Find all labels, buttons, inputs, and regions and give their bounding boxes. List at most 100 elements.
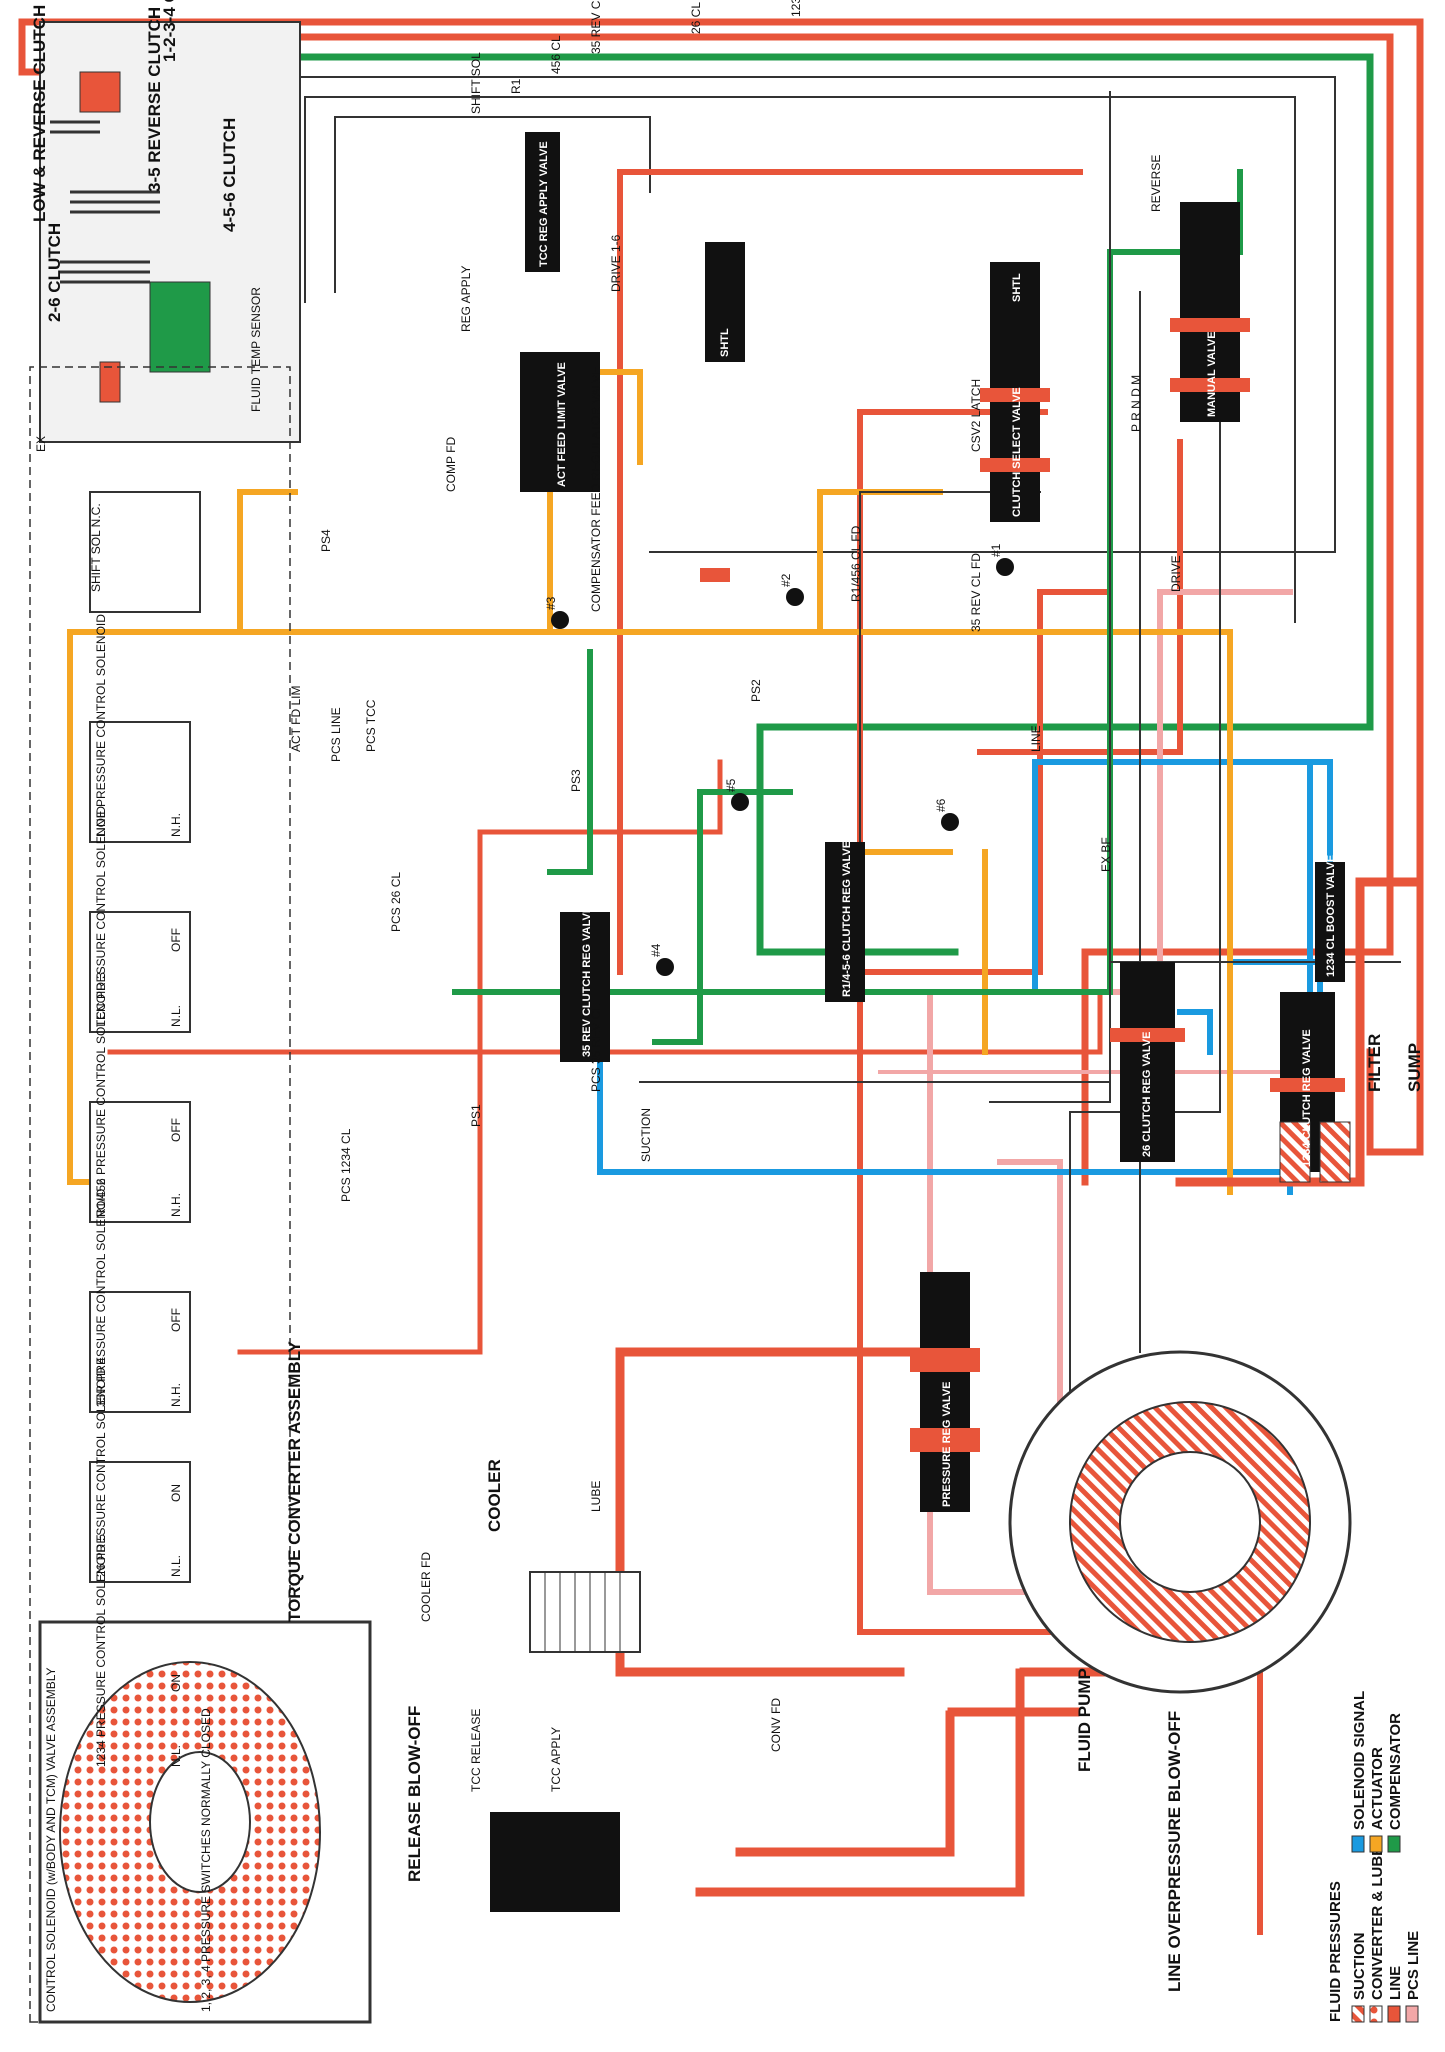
cooler [529, 1571, 641, 1653]
line-comp-fd-2 [652, 789, 793, 1045]
passage-lube: LUBE [589, 1481, 603, 1512]
line-pcs-35-rev [1177, 1009, 1213, 1055]
label-filter: FILTER [1365, 1034, 1384, 1092]
line-tcc-apply [735, 1707, 1085, 1857]
passage-shift-sol: SHIFT SOL [469, 52, 483, 114]
passage-act-fd-lim: ACT FD LIM [289, 686, 303, 752]
fluid-pump [1008, 1350, 1352, 1694]
line-ps4 [107, 989, 1103, 1055]
valve-lands [700, 318, 1345, 1452]
solenoid-line-pcs-type: N.H. [169, 813, 183, 837]
line-r1 [304, 96, 1296, 623]
passage-ps1: PS1 [469, 1104, 483, 1127]
labels: 1-2-3-4 CLUTCH LOW & REVERSE CLUTCH 3-5 … [30, 0, 1424, 2012]
solenoid-tcc-pcs-state: OFF [169, 928, 183, 952]
passage-csv2-latch: CSV2 LATCH [969, 379, 983, 452]
passage-r1456-cl-fd: R1/456 CL FD [849, 525, 863, 602]
legend-title: FLUID PRESSURES [1327, 1881, 1344, 2022]
line-456-cl [234, 76, 1336, 553]
solenoid-35r-pcs: 35R PRESSURE CONTROL SOLENOID 2 [94, 1178, 108, 1407]
checkball-4: #4 [649, 943, 663, 957]
solenoid-tcc-pcs: TCC PRESSURE CONTROL SOLENOID [94, 806, 108, 1027]
line-main [857, 379, 1263, 1935]
checkball-2: #2 [779, 573, 793, 587]
valve-1234-boost: 1234 CL BOOST VALVE [1325, 855, 1337, 977]
valve-pressure-reg: PRESSURE REG VALVE [941, 1381, 953, 1507]
valve-manual: MANUAL VALVE [1206, 331, 1218, 417]
passage-35-rev-cl: 35 REV CL [589, 0, 603, 54]
passage-tcc-apply: TCC APPLY [549, 1727, 563, 1792]
passage-ex: EX [34, 436, 48, 452]
legend-converter-lube: CONVERTER & LUBE [1369, 1846, 1386, 2000]
solenoid-35r-pcs-type: N.H. [169, 1383, 183, 1407]
line-tcc-release [695, 1667, 1115, 1897]
label-456-clutch: 4-5-6 CLUTCH [220, 118, 239, 232]
line-act-fd-lim-4 [817, 489, 943, 635]
legend-suction: SUCTION [1351, 1933, 1368, 2001]
label-fluid-temp-sensor: FLUID TEMP SENSOR [249, 287, 263, 412]
valve-tcc-reg-apply: TCC REG APPLY VALVE [538, 141, 550, 267]
label-fluid-pump: FLUID PUMP [1075, 1668, 1094, 1772]
line-shift-sol [334, 116, 651, 293]
valve-1234-reg: 1234 CLUTCH REG VALVE [1301, 1029, 1313, 1167]
passage-pcs-tcc: PCS TCC [364, 699, 378, 752]
label-line-overpressure: LINE OVERPRESSURE BLOW-OFF [1165, 1711, 1184, 1992]
passage-reverse: REVERSE [1149, 155, 1163, 212]
valve-shtl: SHTL [1011, 273, 1023, 302]
line-r1456 [859, 491, 1041, 953]
label-cooler: COOLER [485, 1459, 504, 1532]
valve-act-feed-limit: ACT FEED LIMIT VALVE [556, 362, 568, 487]
line-act-fd-lim-5 [852, 849, 988, 1055]
legend: FLUID PRESSURES SUCTION CONVERTER & LUBE… [1327, 1691, 1422, 2023]
valve-35rev-reg: 35 REV CLUTCH REG VALVE [581, 906, 593, 1057]
line-ps1 [989, 91, 1111, 1103]
passage-ps3: PS3 [569, 769, 583, 792]
solenoid-line-pcs: LINE PRESSURE CONTROL SOLENOID [94, 614, 108, 837]
torque-converter [38, 1620, 372, 2024]
filter-sump [1279, 1121, 1351, 1183]
line-conv-fd [615, 1347, 945, 1677]
label-low-reverse-clutch: LOW & REVERSE CLUTCH [30, 5, 49, 222]
checkballs [551, 558, 1014, 976]
label-1234-clutch: 1-2-3-4 CLUTCH [160, 0, 179, 62]
passage-pcs-line: PCS LINE [329, 707, 343, 762]
solenoid-1234-pcs-type: N.L. [169, 1745, 183, 1767]
passage-pcs-35-rev-cl: PCS 35 REV CL [589, 1004, 603, 1092]
label-comp-feed-valve: COMPENSATOR FEED REGULATOR VALVE [589, 367, 603, 612]
valve-26-reg: 26 CLUTCH REG VALVE [1141, 1032, 1153, 1158]
label-26-clutch: 2-6 CLUTCH [45, 223, 64, 322]
passage-r1: R1 [509, 78, 523, 94]
legend-pcs-line: PCS LINE [1405, 1931, 1422, 2000]
label-solenoid-assembly: CONTROL SOLENOID (w/BODY AND TCM) VALVE … [44, 1667, 58, 2012]
line-comp-fd-3 [547, 649, 593, 875]
valve-shtl-2: SHTL [719, 328, 731, 357]
clutch-area [39, 21, 301, 443]
line-suction [1175, 877, 1425, 1187]
label-release-blowoff: RELEASE BLOW-OFF [405, 1706, 424, 1882]
passage-tcc-release: TCC RELEASE [469, 1709, 483, 1792]
passage-pcs-1234-cl: PCS 1234 CL [339, 1128, 353, 1202]
label-torque-converter: TORQUE CONVERTER ASSEMBLY [285, 1340, 304, 1622]
checkball-1: #1 [989, 543, 1003, 557]
solenoid-r1456-pcs-state: OFF [169, 1118, 183, 1142]
checkball-5: #5 [724, 778, 738, 792]
line-pcs-1234-cl-b [1157, 759, 1333, 965]
passage-drive: DRIVE [1169, 555, 1183, 592]
checkball-6: #6 [934, 798, 948, 812]
passage-reg-apply: REG APPLY [459, 266, 473, 332]
passage-ex-bf: EX BF [1099, 837, 1113, 872]
line-drive-16 [617, 169, 1083, 975]
passage-26-cl: 26 CL [689, 2, 703, 34]
line-35-rev-cl [168, 53, 1374, 956]
label-pressure-switches: 1, 2, 3, 4 PRESSURE SWITCHES NORMALLY CL… [199, 1708, 213, 2012]
line-drive [977, 439, 1183, 755]
valve-clutch-select: CLUTCH SELECT VALVE [1011, 387, 1023, 517]
solenoid-26-pcs-type: N.L. [169, 1555, 183, 1577]
passage-1234-cl: 1234 CL [789, 0, 803, 17]
passage-comp-fd: COMP FD [444, 437, 458, 492]
passage-pcs-26-cl: PCS 26 CL [389, 872, 403, 932]
label-shift-sol: SHIFT SOL N.C. [89, 503, 103, 592]
solenoid-tcc-pcs-type: N.L. [169, 1005, 183, 1027]
